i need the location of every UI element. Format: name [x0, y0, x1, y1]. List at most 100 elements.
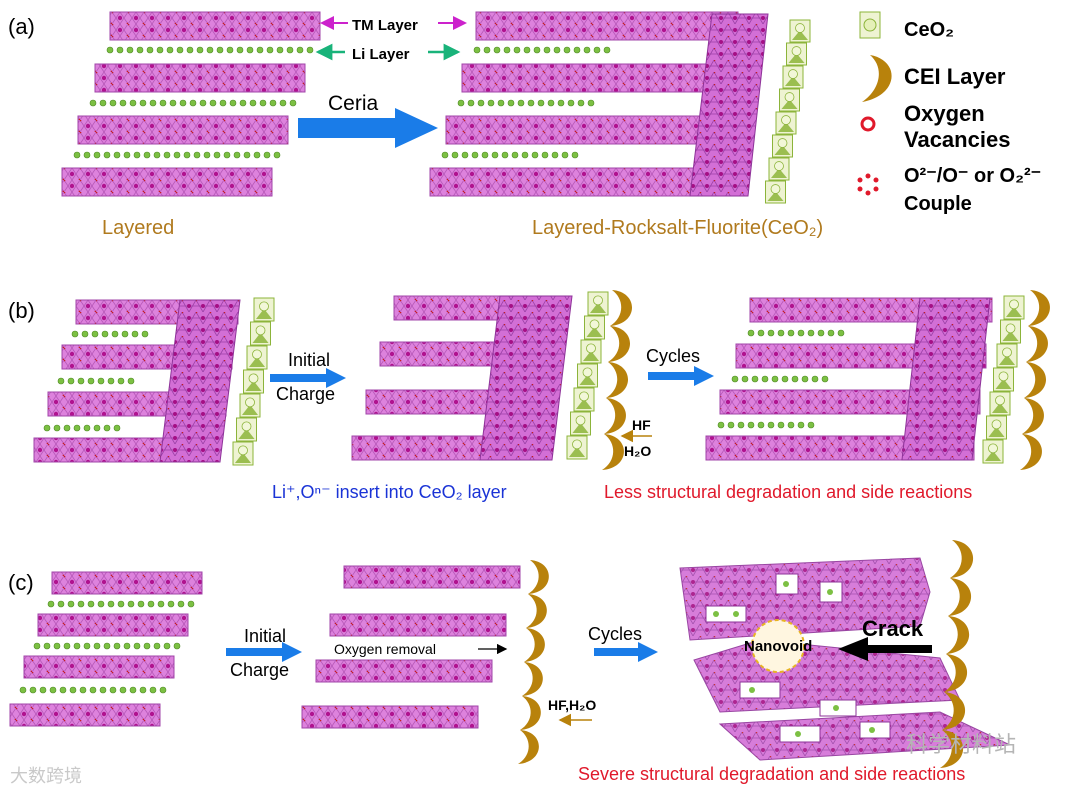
cei-crescent [524, 628, 545, 662]
li-atom [767, 329, 775, 337]
li-layer-row [43, 424, 121, 432]
li-atom [121, 330, 129, 338]
crack-label: Crack [862, 616, 924, 641]
li-atom [477, 99, 485, 107]
crack-arrow [838, 637, 932, 661]
li-atom [149, 686, 157, 694]
li-layer-label: Li Layer [352, 46, 410, 63]
li-atom [63, 424, 71, 432]
li-atom [541, 151, 549, 159]
li-atom [81, 330, 89, 338]
ce-atom [795, 23, 805, 33]
ce-atom [245, 397, 255, 408]
li-atom [83, 424, 91, 432]
li-atom [717, 421, 725, 429]
li-atom [236, 46, 244, 54]
li-atom [169, 99, 177, 107]
cei-crescent [950, 540, 974, 578]
ce-atom [575, 415, 586, 426]
b-structure-3 [705, 290, 1051, 470]
li-atom [59, 686, 67, 694]
li-atom [587, 99, 595, 107]
li-atom [537, 99, 545, 107]
li-atom [593, 46, 601, 54]
li-atom [79, 686, 87, 694]
watermark-left: 大数跨境 [10, 766, 82, 786]
li-atom [276, 46, 284, 54]
li-atom [226, 46, 234, 54]
li-atom [193, 151, 201, 159]
b-structure-1 [33, 297, 275, 466]
ce-atom [995, 395, 1005, 406]
cei-crescent [602, 434, 625, 470]
cei-crescent [526, 594, 547, 628]
li-atom [87, 600, 95, 608]
li-atom [63, 642, 71, 650]
li-atom [127, 377, 135, 385]
li-atom [797, 421, 805, 429]
li-atom [166, 46, 174, 54]
li-atom [189, 99, 197, 107]
b-caption-left: Li⁺,Oⁿ⁻ insert into CeO₂ layer [272, 482, 507, 502]
ceria-facet [242, 404, 258, 415]
cei-crescent [1020, 434, 1043, 470]
li-atom [123, 642, 131, 650]
li-atom [791, 375, 799, 383]
tm-slab [445, 115, 737, 145]
lrf-caption: Layered-Rocksalt-Fluorite(CeO₂) [532, 217, 823, 239]
li-atom [811, 375, 819, 383]
ceria-fluorite-column [982, 295, 1025, 464]
li-atom [29, 686, 37, 694]
li-atom [771, 375, 779, 383]
li-atom [129, 99, 137, 107]
li-atom [186, 46, 194, 54]
li-atom [727, 421, 735, 429]
li-atom [129, 686, 137, 694]
ce-atom [241, 421, 252, 432]
b-arrow1-line1: Initial [288, 350, 330, 370]
tm-slab [475, 11, 739, 41]
ce-atom [248, 373, 259, 384]
li-atom [533, 46, 541, 54]
tm-slab [94, 63, 306, 93]
li-atom [196, 46, 204, 54]
li-atom [203, 151, 211, 159]
c-caption: Severe structural degradation and side r… [578, 764, 965, 784]
li-atom [103, 642, 111, 650]
ceria-facet [1002, 330, 1019, 341]
li-atom [503, 46, 511, 54]
ce-atom [791, 46, 802, 56]
ceria-facet [252, 332, 269, 343]
li-atom [296, 46, 304, 54]
li-atom [249, 99, 257, 107]
li-atom [747, 421, 755, 429]
li-atom [487, 99, 495, 107]
li-atom [136, 46, 144, 54]
li-atom [279, 99, 287, 107]
li-atom [553, 46, 561, 54]
li-atom [133, 151, 141, 159]
li-atom [223, 151, 231, 159]
li-atom [187, 600, 195, 608]
li-atom [563, 46, 571, 54]
li-atom [179, 99, 187, 107]
li-atom [583, 46, 591, 54]
li-atom [133, 642, 141, 650]
li-layer-row [473, 46, 611, 54]
li-atom [573, 46, 581, 54]
li-atom [787, 421, 795, 429]
li-atom [153, 642, 161, 650]
couple-legend-icon [857, 173, 879, 196]
ce-atom [593, 295, 603, 306]
legend-cei-label: CEI Layer [904, 64, 1006, 89]
tm-slab [429, 167, 733, 197]
li-atom [19, 686, 27, 694]
li-atom [817, 329, 825, 337]
li-atom [246, 46, 254, 54]
li-atom [143, 151, 151, 159]
li-atom [827, 329, 835, 337]
ceria-fluorite-column [765, 19, 811, 204]
li-atom [141, 330, 149, 338]
li-atom [69, 686, 77, 694]
cei-crescent [942, 692, 966, 730]
